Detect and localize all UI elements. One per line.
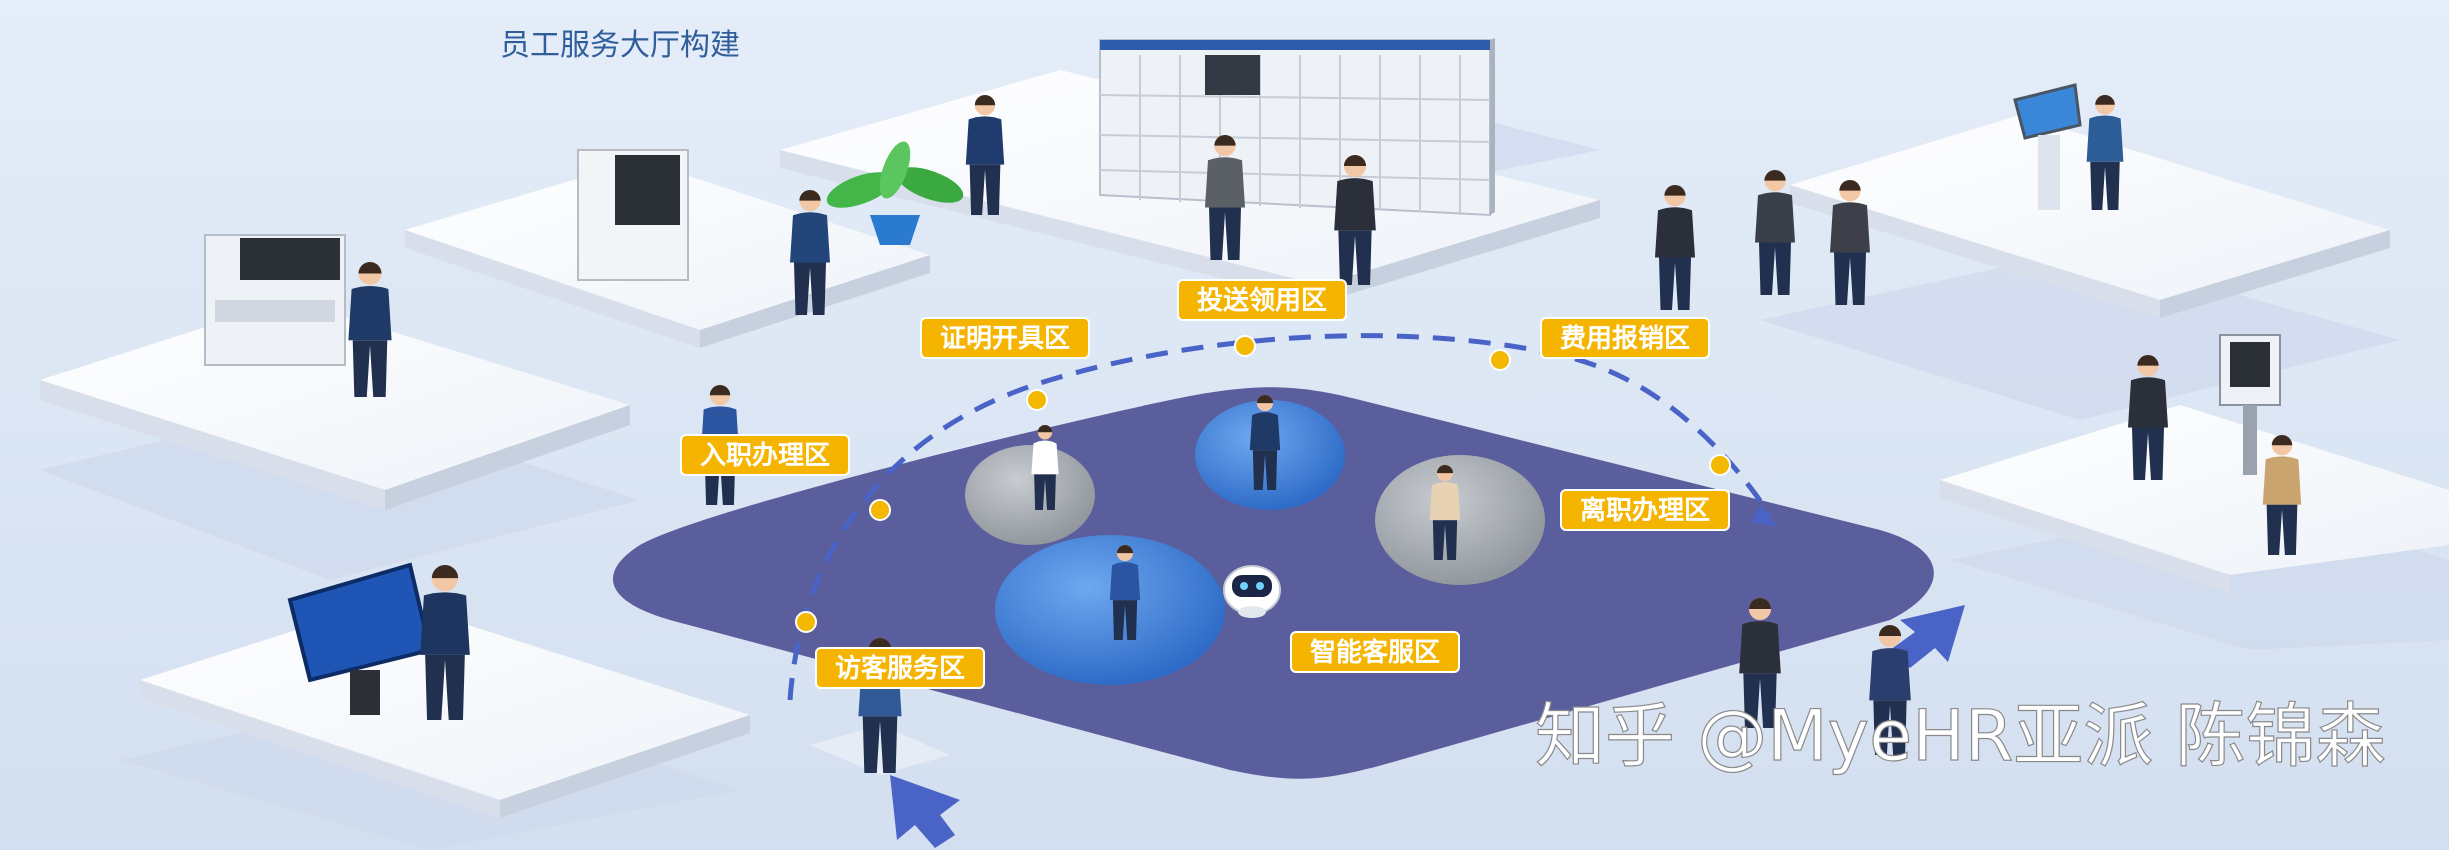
zone-label-bg	[920, 317, 1090, 359]
route-dot	[1489, 349, 1511, 371]
zone-label-zheng-ming: 证明开具区	[920, 317, 1090, 359]
robot-assistant-icon	[1223, 565, 1281, 618]
route-dot	[1709, 454, 1731, 476]
woman-on-beanbag-bottom-icon	[1109, 545, 1141, 640]
man-handshake-right-icon	[1869, 624, 1911, 755]
plant-icon	[826, 141, 964, 245]
man-at-kiosk-top-icon	[2086, 95, 2124, 210]
woman-on-beanbag-left-icon	[1031, 425, 1059, 510]
zone-label-tou-song: 投送领用区	[1177, 279, 1347, 321]
platform-left-top	[40, 300, 630, 510]
standing-kiosk-right	[2219, 334, 2281, 475]
zone-label-text: 访客服务区	[835, 653, 965, 684]
zone-label-text: 证明开具区	[940, 324, 1070, 354]
route-dots	[795, 335, 1731, 633]
beanbag-blue-bottom	[995, 535, 1225, 685]
man-at-locker-icon	[1334, 154, 1376, 285]
zone-label-zhi-neng: 智能客服区	[1290, 631, 1460, 673]
exit-arrow-icon	[1890, 605, 1965, 668]
platform-top-right	[1790, 115, 2390, 318]
watermark: 知乎 @MyeHR亚派 陈锦森	[1535, 695, 2386, 777]
man-on-beanbag-right-icon	[1429, 465, 1461, 560]
beanbags	[965, 400, 1545, 685]
woman-at-locker-icon	[1205, 135, 1245, 260]
route-dot	[869, 499, 891, 521]
zone-label-text: 费用报销区	[1560, 323, 1690, 354]
zone-label-li-zhi: 离职办理区	[1560, 489, 1730, 531]
zone-label-text: 投送领用区	[1197, 285, 1327, 316]
person-at-printer-icon	[348, 262, 392, 397]
woman-top-icon	[965, 94, 1005, 215]
man-group-2-icon	[1830, 180, 1870, 305]
route-dot	[795, 611, 817, 633]
man-at-kiosk-right-icon	[2128, 355, 2168, 480]
zone-label-bg	[1177, 279, 1347, 321]
locker-cabinet	[1099, 38, 1495, 217]
man-group-1-icon	[1755, 170, 1795, 295]
zone-label-text: 智能客服区	[1310, 637, 1440, 668]
page-title: 员工服务大厅构建	[500, 28, 740, 63]
woman-near-plant-icon	[790, 190, 830, 315]
zone-label-text: 入职办理区	[700, 441, 830, 471]
man-with-tablet-icon	[1655, 185, 1695, 310]
people	[348, 94, 2302, 773]
printer-machine	[204, 234, 346, 366]
entrance-floor-tile	[810, 725, 950, 775]
beanbag-gray-left	[965, 445, 1095, 545]
self-service-terminal	[577, 149, 689, 281]
man-on-beanbag-top-icon	[1249, 395, 1281, 490]
man-at-touch-screen-icon	[420, 565, 470, 720]
route-dot	[1234, 335, 1256, 357]
zone-label-text: 离职办理区	[1580, 495, 1710, 526]
zone-label-bg	[1540, 317, 1710, 359]
platform-right-middle	[1940, 405, 2449, 593]
zone-label-bg	[1560, 489, 1730, 531]
standing-kiosk-top-right	[2013, 83, 2082, 210]
zone-label-fei-yong: 费用报销区	[1540, 317, 1710, 359]
route-dot	[1026, 389, 1048, 411]
entrance-arrow-icon	[890, 775, 960, 848]
zone-label-fang-ke: 访客服务区	[815, 647, 985, 689]
platform-bottom-left	[140, 600, 750, 818]
zone-label-bg	[680, 434, 850, 476]
man-handshake-left-icon	[1739, 597, 1781, 728]
man-with-briefcase-icon	[2262, 435, 2302, 555]
route-path	[787, 333, 1773, 701]
platforms	[40, 70, 2449, 818]
zone-label-bg	[815, 647, 985, 689]
zone-label-bg	[1290, 631, 1460, 673]
zone-label-ru-zhi: 入职办理区	[680, 434, 850, 476]
route-arrowhead	[1752, 505, 1778, 527]
